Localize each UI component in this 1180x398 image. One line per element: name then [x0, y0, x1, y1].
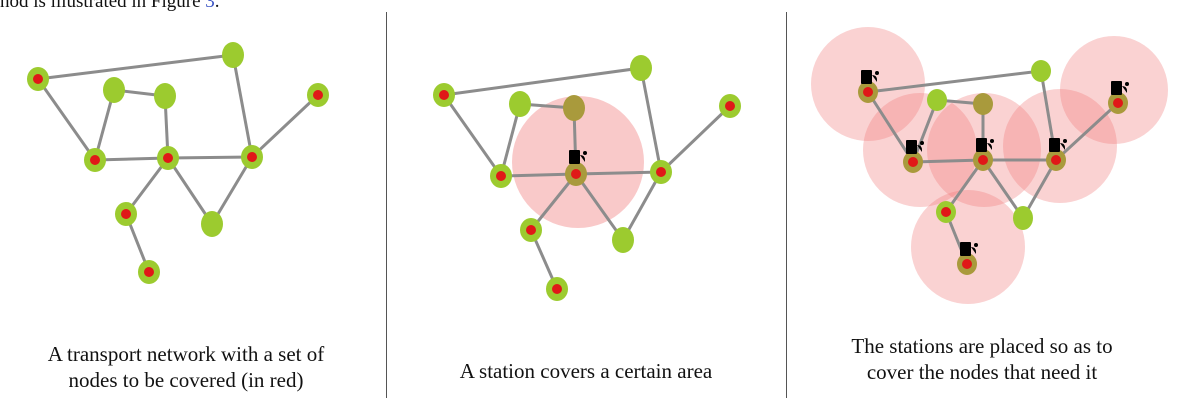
panel-1-caption-line1: A transport network with a set of — [47, 342, 325, 366]
panel-2-network — [433, 55, 741, 301]
panel-3-caption: The stations are placed so as to cover t… — [792, 333, 1172, 385]
figure-intro-text: hod is illustrated in Figure 3. — [0, 0, 220, 13]
panel-2-caption: A station covers a certain area — [400, 358, 772, 384]
figure-ref-link[interactable]: 3 — [205, 0, 215, 12]
panel-1-caption: A transport network with a set of nodes … — [0, 341, 372, 393]
panel-1-network — [27, 42, 329, 284]
panel-3-caption-line1: The stations are placed so as to — [851, 334, 1113, 358]
panel-3-network — [811, 27, 1168, 304]
panel-3-coverage-areas — [811, 27, 1168, 304]
panel-divider-1 — [386, 12, 387, 398]
panel-divider-2 — [786, 12, 787, 398]
intro-text: hod is illustrated in Figure — [0, 0, 206, 12]
panel-1-edges — [36, 53, 320, 274]
panel-3-nodes — [858, 60, 1128, 275]
panel-2-nodes — [433, 55, 741, 301]
panel-2-caption-line1: A station covers a certain area — [459, 359, 713, 383]
panel-1-nodes — [27, 42, 329, 284]
panel-1-caption-line2: nodes to be covered (in red) — [68, 368, 304, 392]
panel-3-caption-line2: cover the nodes that need it — [866, 360, 1098, 384]
intro-suffix: . — [214, 0, 220, 12]
